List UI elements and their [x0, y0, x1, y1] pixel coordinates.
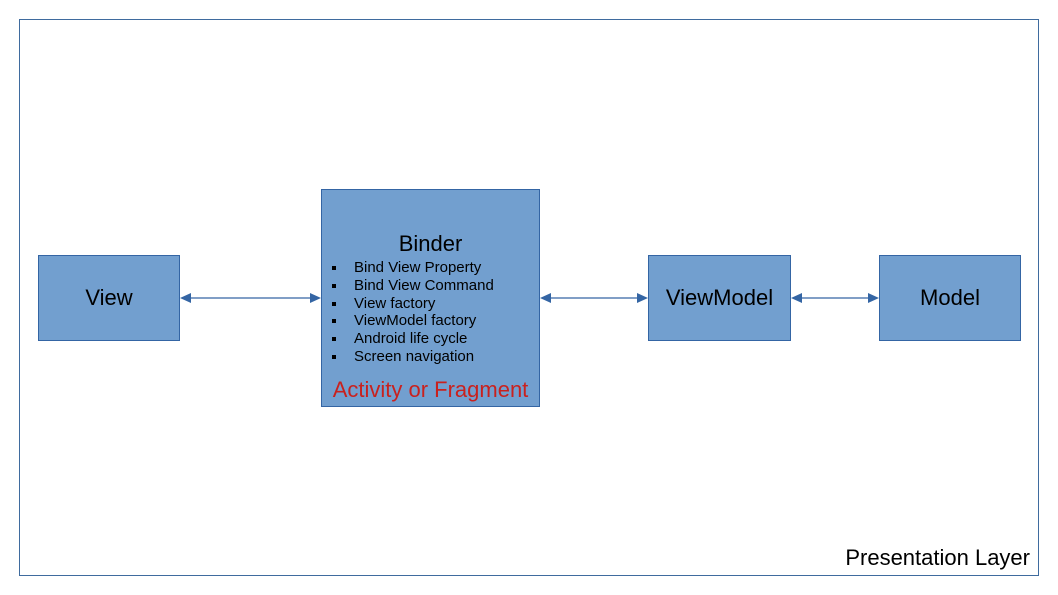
- binder-viewmodel-connector: [540, 293, 648, 303]
- binder-list-item: Bind View Property: [331, 259, 494, 277]
- view-box: View: [38, 255, 180, 341]
- arrowhead-left-icon: [180, 293, 191, 303]
- arrowhead-right-icon: [637, 293, 648, 303]
- view-box-label: View: [85, 285, 133, 310]
- binder-footer-label: Activity or Fragment: [332, 377, 529, 402]
- arrowhead-right-icon: [310, 293, 321, 303]
- binder-list-item-label: Bind View Property: [354, 259, 482, 276]
- bullet-icon: [332, 354, 336, 359]
- binder-list-item-label: View factory: [354, 294, 436, 312]
- binder-list-item-label: Screen navigation: [354, 347, 475, 365]
- binder-list-item: View factory: [331, 295, 494, 313]
- binder-list-item: Bind View Command: [331, 277, 494, 295]
- bullet-icon: [332, 266, 336, 270]
- binder-list-item: Screen navigation: [331, 348, 494, 366]
- bullet-icon: [332, 319, 336, 324]
- view-binder-connector: [180, 293, 321, 303]
- viewmodel-box: ViewModel: [648, 255, 791, 341]
- arrowhead-right-icon: [868, 293, 879, 303]
- binder-list-item-label: Android life cycle: [354, 330, 468, 348]
- presentation-layer-frame: [19, 19, 1039, 576]
- model-box: Model: [879, 255, 1021, 341]
- binder-responsibility-list: Bind View Property Bind View Command Vie…: [331, 259, 494, 366]
- arrowhead-left-icon: [791, 293, 802, 303]
- bullet-icon: [332, 283, 336, 288]
- bullet-icon: [332, 301, 336, 306]
- binder-box: Binder Bind View Property Bind View Comm…: [321, 189, 540, 407]
- model-box-label: Model: [920, 285, 980, 310]
- viewmodel-model-connector: [791, 293, 879, 303]
- presentation-layer-label: Presentation Layer: [845, 545, 1030, 570]
- arrowhead-left-icon: [540, 293, 551, 303]
- viewmodel-box-label: ViewModel: [665, 285, 774, 310]
- binder-list-item-label: ViewModel factory: [354, 312, 477, 330]
- bullet-icon: [332, 337, 336, 342]
- binder-list-item-label: Bind View Command: [354, 276, 494, 294]
- binder-list-item: ViewModel factory: [331, 312, 494, 330]
- binder-title: Binder: [398, 231, 463, 256]
- binder-list-item: Android life cycle: [331, 330, 494, 348]
